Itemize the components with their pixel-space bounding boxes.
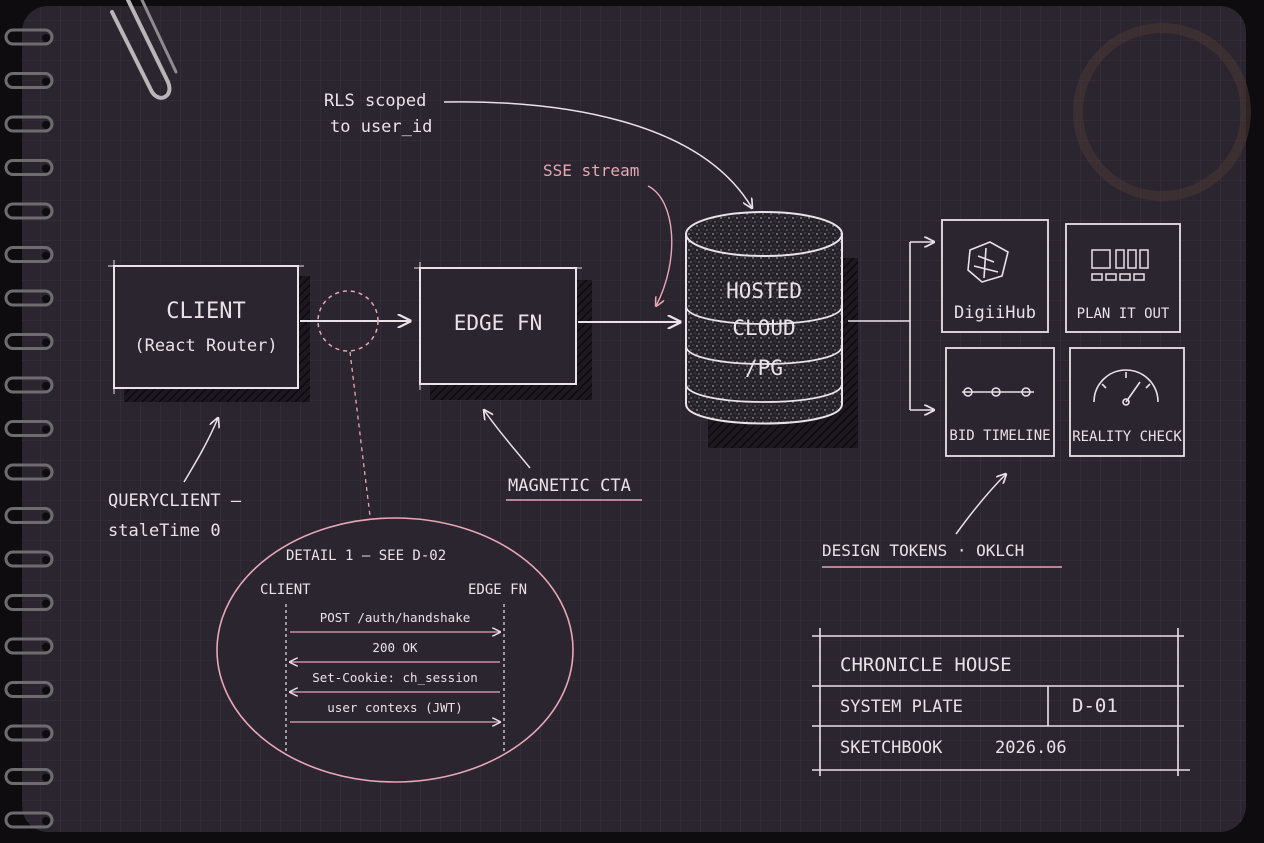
spiral-hole [42,164,50,173]
sse-arrow [647,185,673,306]
kanban-board-icon [1091,249,1149,281]
db-line-3: /PG [745,356,783,380]
design-tokens-arrow [955,474,1006,535]
client-node[interactable]: CLIENT (React Router) [108,260,310,402]
sequence-message-label: 200 OK [372,640,418,655]
title-block-number: D-01 [1072,695,1118,717]
spiral-hole [42,77,50,86]
spiral-hole [42,643,50,651]
queryclient-arrow [183,418,218,483]
spiral-hole [42,251,50,260]
tile-digiihub[interactable]: DigiiHub [941,219,1049,333]
edge-fn-title: EDGE FN [454,311,543,335]
spiral-hole [42,512,50,521]
spiral-hole [42,338,50,347]
paper-clip-icon [110,0,178,100]
client-subtitle: (React Router) [134,336,277,356]
edge-fn-node[interactable]: EDGE FN [414,262,592,400]
coffee-ring-stain [1073,23,1251,201]
rls-annotation-line-2: to user_id [330,117,432,137]
spiral-ring [4,376,54,394]
spiral-ring [4,28,54,46]
db-line-1: HOSTED [726,279,802,303]
spiral-ring [4,768,54,785]
title-block-plate: SYSTEM PLATE [840,697,963,717]
spiral-ring [4,115,54,133]
spiral-hole [42,34,50,42]
db-line-2: CLOUD [732,316,795,340]
detail-callout-leader [349,351,371,517]
spiral-ring [4,159,54,176]
design-tokens-annotation: DESIGN TOKENS · OKLCH [822,541,1024,560]
tile-digiihub-label: DigiiHub [954,303,1036,323]
title-block [812,628,1190,776]
rls-annotation-line-1: RLS scoped [324,91,426,111]
sequence-message-label: Set-Cookie: ch_session [312,670,478,685]
puzzle-cube-icon [967,241,1009,283]
detail-sequence-callout: DETAIL 1 — SEE D-02 CLIENT EDGE FN POST … [216,517,574,783]
spiral-hole [42,425,50,434]
detail-left-lifeline-label: CLIENT [260,582,311,598]
tile-bid-label: BID TIMELINE [949,428,1050,444]
rls-arrow [443,101,752,208]
spiral-ring [4,507,54,524]
spiral-ring [4,463,54,481]
spiral-hole [42,599,50,608]
spiral-ring [4,246,54,263]
db-to-tiles-connector [848,242,934,410]
tile-bid-timeline[interactable]: BID TIMELINE [945,347,1055,457]
spiral-hole [42,773,50,782]
spiral-hole [42,817,50,825]
spiral-ring [4,724,54,742]
spiral-hole [42,469,50,477]
detail-callout-circle [317,290,379,352]
spiral-ring [4,72,54,89]
queryclient-annotation-line-2: staleTime 0 [108,521,221,541]
magnetic-cta-annotation: MAGNETIC CTA [508,476,631,496]
spiral-hole [42,556,50,564]
spiral-hole [42,382,50,390]
grid-paper [22,6,1246,832]
gauge-icon [1093,369,1159,406]
tile-plan-it-out[interactable]: PLAN IT OUT [1065,223,1181,333]
magnetic-cta-arrow [484,410,531,469]
queryclient-annotation-line-1: QUERYCLIENT — [108,491,242,511]
spiral-hole [42,121,50,129]
spiral-hole [42,295,50,303]
title-block-book: SKETCHBOOK [840,738,943,758]
title-block-org: CHRONICLE HOUSE [840,654,1012,676]
sequence-message-label: user contexs (JWT) [327,700,462,715]
spiral-hole [42,730,50,738]
tile-reality-check[interactable]: REALITY CHECK [1069,347,1185,457]
client-title: CLIENT [166,299,245,324]
timeline-icon [962,387,1034,397]
spiral-ring [4,202,54,220]
title-block-date: 2026.06 [995,738,1067,758]
tile-plan-label: PLAN IT OUT [1077,306,1170,322]
spiral-hole [42,208,50,216]
detail-title: DETAIL 1 — SEE D-02 [286,548,446,564]
spiral-ring [4,811,54,829]
spiral-ring [4,681,54,698]
spiral-binding [4,28,54,829]
spiral-ring [4,420,54,437]
spiral-ring [4,637,54,655]
tile-reality-label: REALITY CHECK [1072,429,1182,445]
sse-annotation: SSE stream [543,161,639,180]
spiral-hole [42,686,50,695]
detail-right-lifeline-label: EDGE FN [468,582,527,598]
spiral-ring [4,333,54,350]
hosted-cloud-pg-node[interactable]: HOSTED CLOUD /PG [685,211,858,448]
spiral-ring [4,289,54,307]
spiral-ring [4,594,54,611]
spiral-ring [4,550,54,568]
sequence-message-label: POST /auth/handshake [320,610,471,625]
